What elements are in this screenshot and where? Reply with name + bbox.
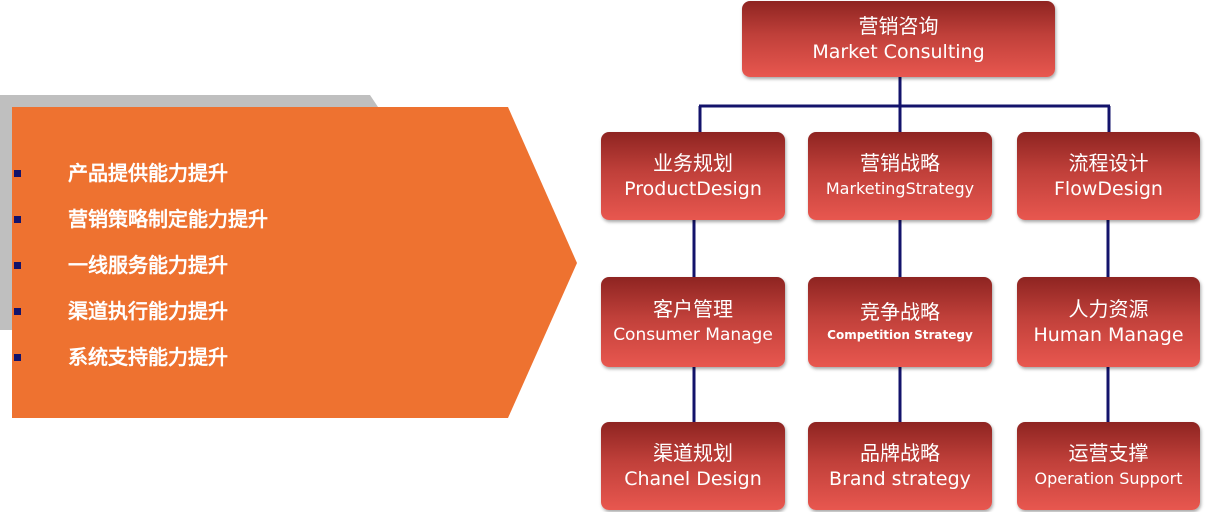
node-title-cn: 流程设计 [1068,151,1149,175]
bullet-text: 营销策略制定能力提升 [68,207,268,231]
node-operation-support: 运营支撑 Operation Support [1017,422,1200,510]
square-bullet-icon [14,308,21,315]
node-marketing-strategy: 营销战略 MarketingStrategy [808,132,992,220]
node-title-en: Operation Support [1034,469,1183,488]
node-title-cn: 业务规划 [653,151,733,175]
node-title-en: Chanel Design [624,468,762,490]
node-title-en: Competition Strategy [827,328,973,342]
node-competition-strategy: 竞争战略 Competition Strategy [808,277,992,367]
node-consumer-manage: 客户管理 Consumer Manage [601,277,785,367]
bullet-item: 渠道执行能力提升 [0,296,480,326]
square-bullet-icon [14,262,21,269]
bullet-text: 渠道执行能力提升 [68,299,228,323]
node-title-en: ProductDesign [624,178,762,200]
node-brand-strategy: 品牌战略 Brand strategy [808,422,992,510]
node-title-en: Human Manage [1033,324,1184,346]
node-title-en: MarketingStrategy [825,179,975,198]
square-bullet-icon [14,216,21,223]
node-title-cn: 品牌战略 [860,441,940,465]
node-title-en: Brand strategy [829,468,971,490]
node-title-cn: 营销咨询 [858,14,939,38]
node-flow-design: 流程设计 FlowDesign [1017,132,1200,220]
square-bullet-icon [14,170,21,177]
node-chanel-design: 渠道规划 Chanel Design [601,422,785,510]
bullet-text: 一线服务能力提升 [68,253,228,277]
bullet-text: 系统支持能力提升 [68,345,228,369]
bullet-item: 系统支持能力提升 [0,342,480,372]
node-title-cn: 客户管理 [653,297,733,321]
bullet-item: 营销策略制定能力提升 [0,204,480,234]
node-title-cn: 渠道规划 [653,441,733,465]
node-title-cn: 营销战略 [860,151,940,175]
node-title-cn: 运营支撑 [1068,441,1149,465]
node-title-en: Consumer Manage [613,325,773,345]
node-title-en: Market Consulting [812,41,985,63]
node-title-cn: 人力资源 [1068,297,1149,321]
node-human-manage: 人力资源 Human Manage [1017,277,1200,367]
node-title-en: FlowDesign [1054,178,1163,200]
bullet-item: 产品提供能力提升 [0,158,480,188]
root-node-market-consulting: 营销咨询 Market Consulting [742,1,1055,77]
node-product-design: 业务规划 ProductDesign [601,132,785,220]
bullet-text: 产品提供能力提升 [68,161,228,185]
node-title-cn: 竞争战略 [860,300,940,324]
bullet-item: 一线服务能力提升 [0,250,480,280]
square-bullet-icon [14,354,21,361]
